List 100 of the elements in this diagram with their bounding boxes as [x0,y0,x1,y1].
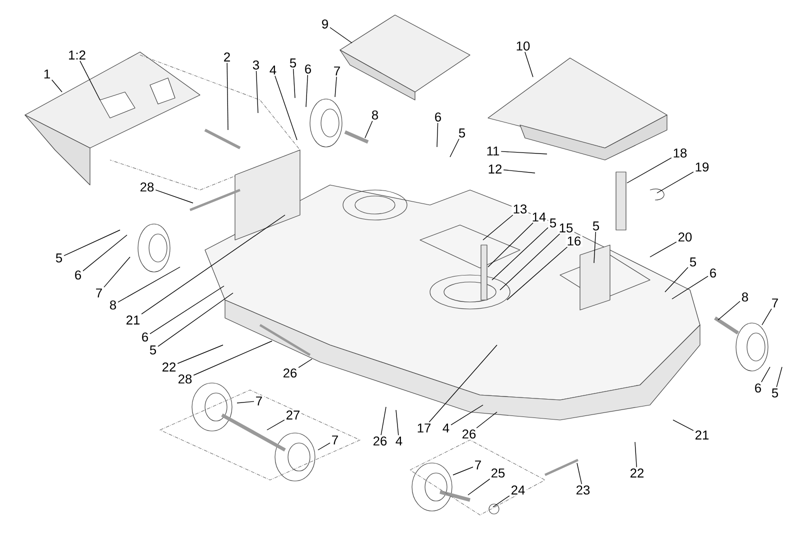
callout-number: 24 [510,484,526,496]
leader-line [177,344,224,364]
leader-line [193,340,272,376]
callout-number: 25 [490,467,506,479]
leader-line [158,292,234,347]
callout-number: 12 [486,163,504,175]
leader-line [428,344,498,422]
callout-number: 4 [394,435,404,447]
callout-number: 5 [548,217,558,229]
leader-line [718,300,740,320]
leader-line [298,358,312,368]
callout-number: 26 [282,367,298,379]
leader-line [334,76,337,98]
callout-number: 6 [433,111,443,123]
leader-line [104,256,130,288]
leader-line [52,79,62,92]
leader-line [594,232,596,264]
callout-number: 5 [688,256,698,268]
callout-number: 7 [473,459,483,471]
callout-number: 13 [512,203,528,215]
callout-number: 16 [566,235,582,247]
leader-line [476,412,498,428]
leader-line [761,366,770,382]
leader-line [452,466,474,476]
callout-number: 5 [148,344,158,356]
callout-number: 14 [530,211,548,223]
leader-line [672,276,708,300]
callout-number: 27 [284,409,302,421]
leader-line [82,234,128,272]
callout-number: 7 [94,287,104,299]
leader-line [64,230,120,256]
callout-number: 4 [268,64,278,76]
callout-number: 5 [457,127,467,139]
leader-line [482,214,514,240]
callout-number: 26 [372,435,388,447]
leader-line [650,242,677,258]
callout-number: 1 [42,68,52,80]
leader-line [80,60,100,100]
leader-line [364,120,373,138]
callout-number: 11 [485,145,501,157]
leader-line [492,495,510,508]
leader-line [634,442,637,468]
leader-line [150,286,224,334]
leader-line [672,420,694,431]
leader-line [436,122,438,148]
callout-number: 22 [628,467,646,479]
leader-line [155,190,194,204]
callout-number: 19 [694,161,710,173]
leader-line [776,366,782,388]
leader-line [524,52,534,78]
leader-line [274,75,298,140]
callout-number: 6 [303,63,313,75]
callout-number: 1:2 [66,49,88,61]
leader-line [503,170,536,174]
callout-number: 9 [320,18,330,30]
leader-line [292,68,296,98]
callout-number: 7 [330,434,340,446]
callout-number: 8 [108,299,118,311]
callout-number: 5 [54,252,64,264]
leader-line [664,267,688,292]
callout-number: 10 [514,40,532,52]
leader-line [236,401,254,404]
callout-number: 6 [708,267,718,279]
leader-line [762,308,772,326]
callout-number: 7 [770,297,780,309]
leader-line [450,404,484,426]
leader-line [380,406,386,436]
leader-line [318,442,330,450]
callout-number: 7 [254,395,264,407]
leader-line [468,478,490,496]
callout-number: 8 [370,109,380,121]
callout-number: 8 [740,291,750,303]
callout-number: 18 [672,147,688,159]
callout-number: 6 [753,382,763,394]
callout-number: 5 [591,220,601,232]
callout-number: 28 [176,373,194,385]
leader-line [141,214,286,314]
callout-number: 6 [140,331,150,343]
leader-line [506,246,568,300]
callout-number: 7 [332,65,342,77]
leader-line [626,158,672,184]
callout-number: 4 [441,422,451,434]
leader-line [266,420,285,430]
leader-line [576,462,582,484]
leader-line [330,27,352,44]
callout-number: 22 [160,361,178,373]
callout-number: 23 [574,484,592,496]
callout-number: 3 [251,59,261,71]
callout-number: 21 [694,429,710,441]
leader-line [256,70,258,114]
callout-number: 15 [558,222,574,234]
leader-line [500,151,548,154]
leader-line [492,227,548,280]
callout-number: 5 [770,387,780,399]
leader-line [226,62,228,130]
leader-line [118,266,180,303]
callout-number: 21 [124,314,142,326]
leader-line [396,410,399,436]
callout-number: 28 [138,181,156,193]
leader-line [656,172,694,194]
